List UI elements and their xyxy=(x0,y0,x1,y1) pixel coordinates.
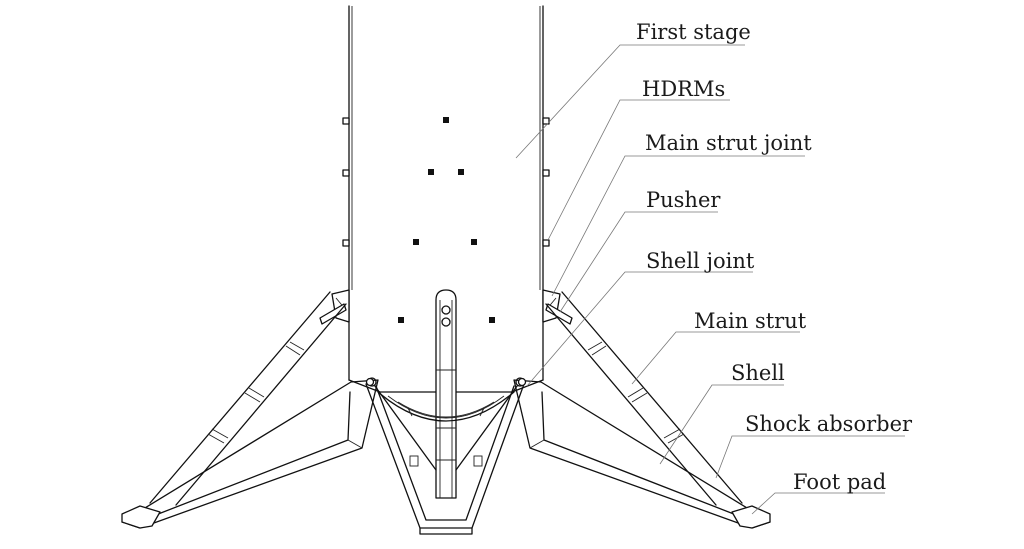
hdrm-brackets xyxy=(342,117,550,247)
label-first-stage: First stage xyxy=(636,20,751,44)
label-pusher: Pusher xyxy=(646,188,721,212)
center-leg xyxy=(365,289,525,535)
label-hdrms: HDRMs xyxy=(642,77,725,101)
label-shell-joint: Shell joint xyxy=(646,249,755,273)
label-main-strut-joint: Main strut joint xyxy=(645,131,812,155)
label-shell: Shell xyxy=(731,361,785,385)
label-foot-pad: Foot pad xyxy=(793,470,886,494)
body-holes xyxy=(398,117,495,323)
label-main-strut: Main strut xyxy=(694,309,807,333)
labels: First stage HDRMs Main strut joint Pushe… xyxy=(636,20,913,494)
right-leg xyxy=(513,289,771,529)
leader-lines xyxy=(515,44,905,515)
left-leg xyxy=(121,289,379,529)
label-shock-absorber: Shock absorber xyxy=(745,412,913,436)
